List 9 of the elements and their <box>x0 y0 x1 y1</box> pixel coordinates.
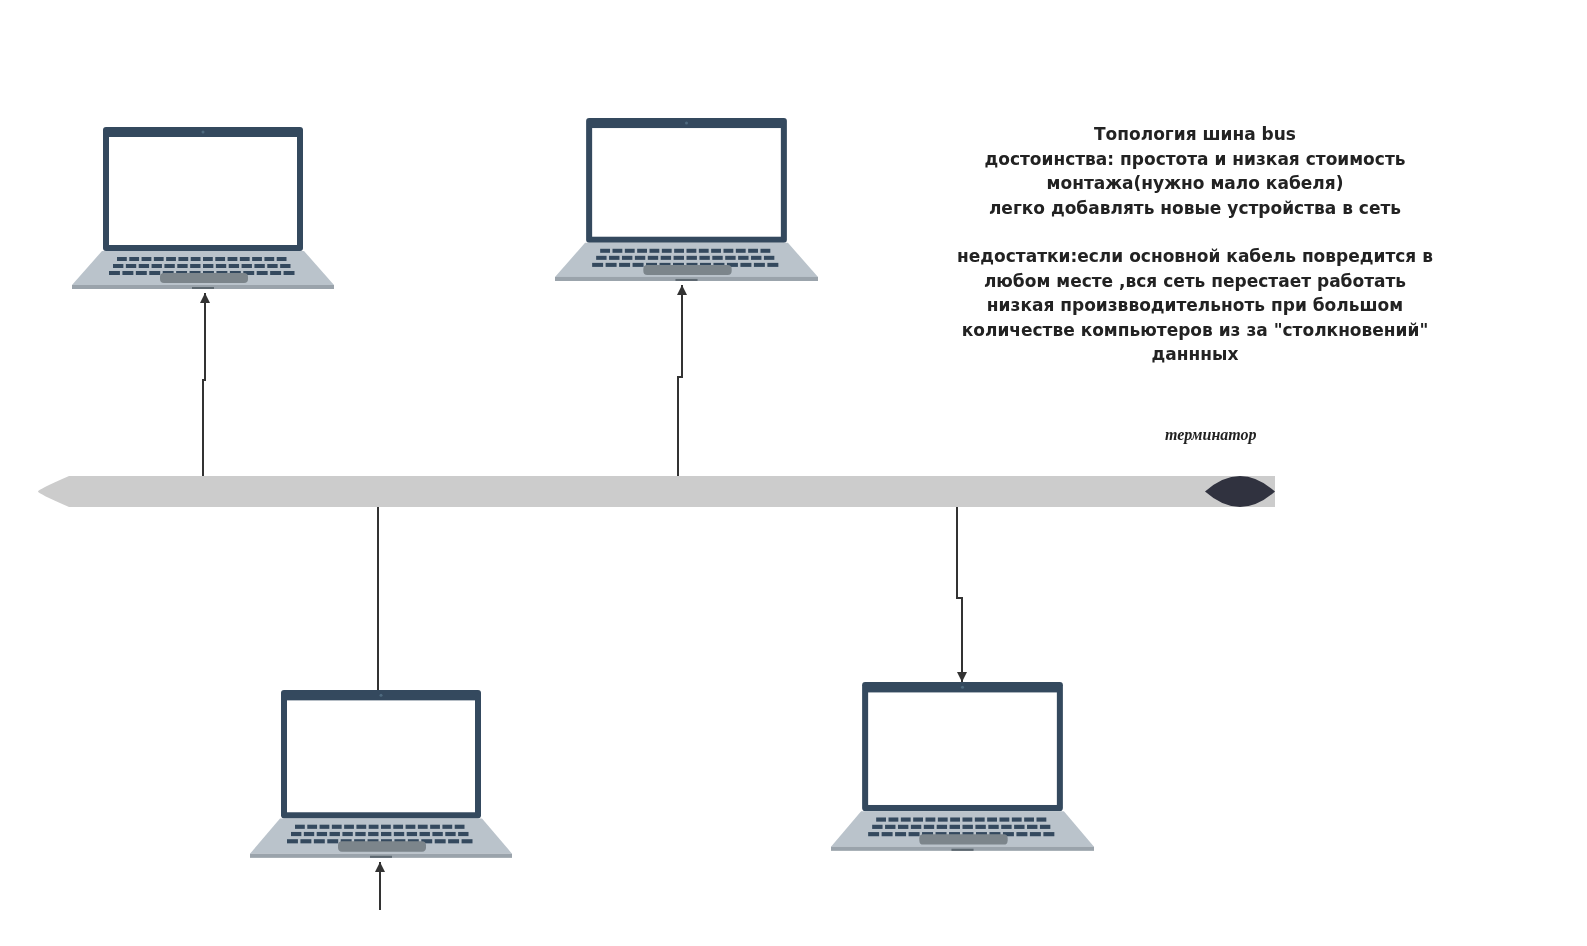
connector-arrow <box>375 861 385 911</box>
terminator-label: терминатор <box>1165 426 1257 444</box>
note-text: достоинства: простота и низкая стоимость монтажа(нужно мало кабеля) <box>983 147 1407 195</box>
title: Топология шина bus <box>1093 123 1297 146</box>
connector-arrow <box>200 292 210 477</box>
note-text: легко добавлять новые устройства в сеть <box>987 196 1403 220</box>
connector-arrow <box>956 506 967 683</box>
note-text: низкая произвводительноть при большом количестве компьютеров из за "столкновений" даннных <box>960 294 1430 366</box>
connector-arrow <box>677 284 687 477</box>
